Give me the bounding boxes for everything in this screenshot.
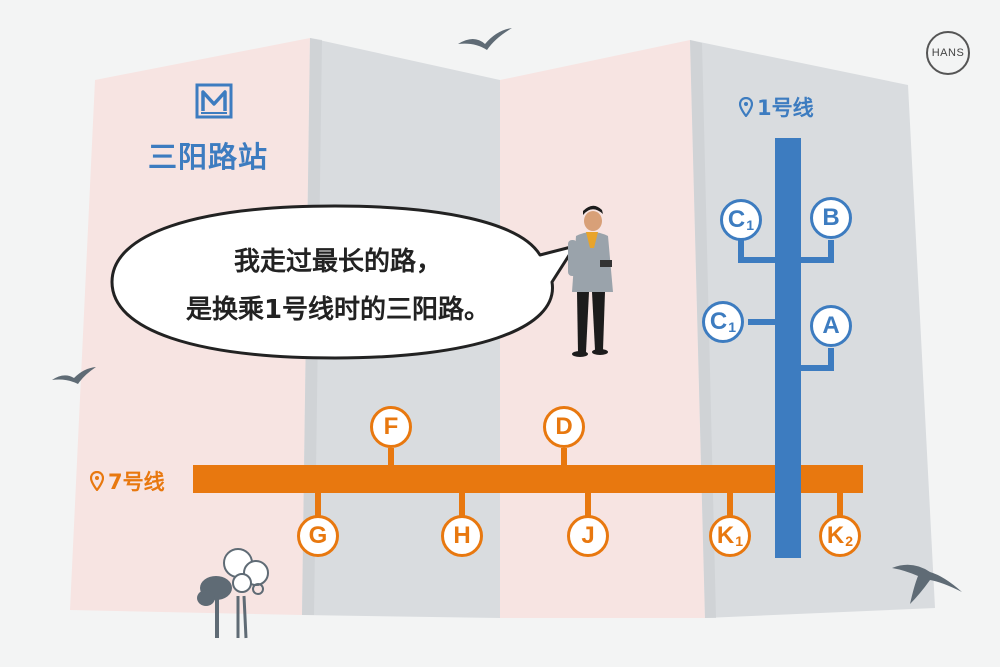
bird-icon — [458, 28, 512, 50]
exit-letter: D — [555, 413, 573, 440]
line-1-label-text: 1号线 — [757, 96, 814, 120]
exit-letter: K — [826, 522, 845, 549]
station-name: 三阳路站 — [148, 140, 269, 174]
exit-letter: C — [709, 308, 728, 335]
speech-bubble — [110, 204, 577, 360]
exit-a: A — [810, 305, 852, 347]
exit-letter: A — [822, 312, 840, 339]
line-7-label-text: 7号线 — [108, 470, 165, 494]
line-1-crossing — [775, 460, 801, 498]
exit-subscript: 2 — [845, 533, 854, 549]
exit-subscript: 1 — [746, 217, 755, 233]
line-1-label: 1号线 — [739, 92, 814, 122]
brand-logo: HANS — [926, 31, 970, 75]
tree-icon — [197, 548, 269, 639]
location-pin-icon — [739, 97, 753, 117]
line-7-track — [193, 448, 863, 517]
person-figure — [568, 205, 613, 357]
location-pin-icon — [90, 471, 104, 491]
bird-icon — [52, 367, 96, 384]
exit-letter: F — [383, 413, 399, 440]
exit-letter: G — [308, 522, 328, 549]
line-7-label: 7号线 — [90, 466, 165, 496]
exit-subscript: 1 — [735, 533, 744, 549]
metro-logo-icon — [195, 83, 233, 119]
exit-g: G — [297, 515, 339, 557]
exit-letter: C — [727, 206, 746, 233]
speech-bubble-line-2: 是换乘1号线时的三阳路。 — [185, 295, 491, 325]
speech-bubble-text: 我走过最长的路， 是换乘1号线时的三阳路。 — [118, 238, 558, 334]
exit-j: J — [567, 515, 609, 557]
exit-letter: K — [716, 522, 735, 549]
exit-letter: J — [581, 522, 595, 549]
exit-b: B — [810, 197, 852, 239]
exit-d: D — [543, 406, 585, 448]
exit-f: F — [370, 406, 412, 448]
bird-icon — [892, 564, 962, 604]
speech-bubble-line-1: 我走过最长的路， — [233, 247, 442, 277]
exit-letter: H — [453, 522, 471, 549]
exit-letter: B — [822, 204, 840, 231]
exit-h: H — [441, 515, 483, 557]
exit-subscript: 1 — [728, 319, 737, 335]
